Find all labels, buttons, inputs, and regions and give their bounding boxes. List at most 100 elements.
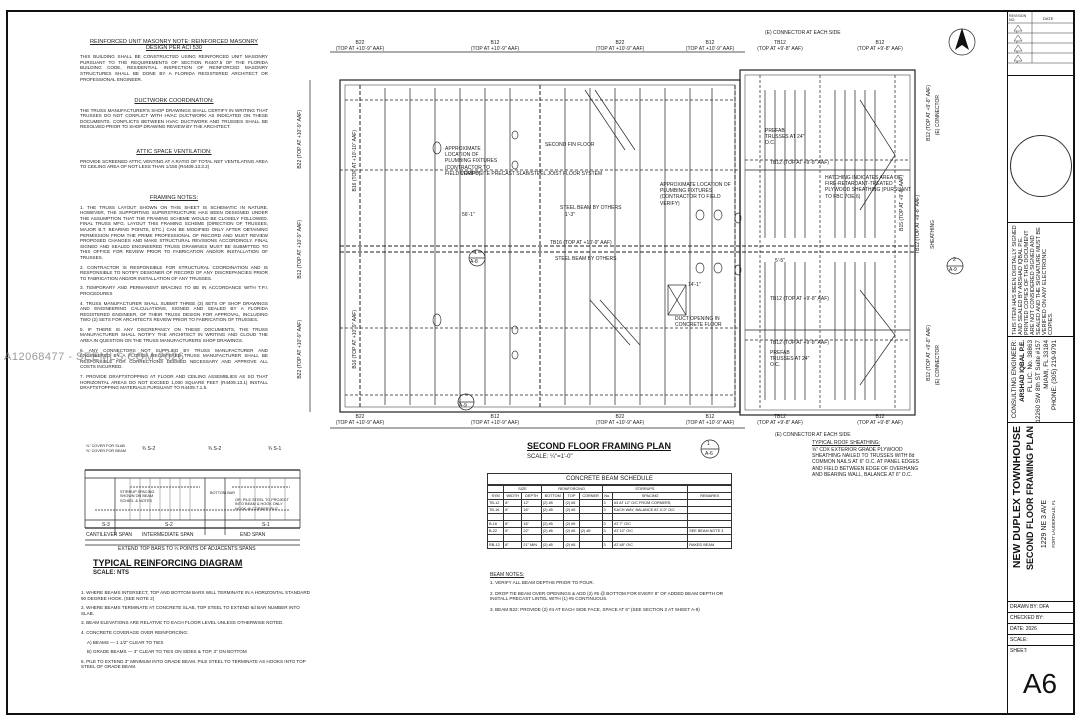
table-cell: 3 <box>601 520 614 528</box>
title-block <box>1007 10 1075 715</box>
beam-right-3: TB12 (TOP AT +9'-8" AAF) <box>915 195 921 254</box>
table-cell <box>578 534 603 542</box>
table-row <box>486 534 732 542</box>
table-cell: SEE BEAM NOTE 3 <box>687 527 732 535</box>
section-a9-left: A-9 <box>459 403 467 409</box>
table-cell: (2) #5 <box>563 541 580 549</box>
schedule-title: CONCRETE BEAM SCHEDULE <box>487 473 732 485</box>
revision-date-header: DATE <box>1043 16 1054 21</box>
table-cell <box>521 534 542 542</box>
section-a9-right: A-9 <box>949 267 957 273</box>
table-cell: 3 <box>601 499 614 507</box>
steel-beam-top-label: STEEL BEAM BY OTHERS <box>560 205 622 211</box>
typical-roof-note: ⅝" CDX EXTERIOR GRADE PLYWOOD SHEATHING … <box>812 447 919 478</box>
framing-note-7: 7. PROVIDE DRAFTSTOPPING AT FLOOR AND CE… <box>80 374 268 391</box>
schedule-group-blank-2 <box>687 485 732 493</box>
table-cell <box>503 513 523 521</box>
engineer-seal-circle <box>1010 135 1072 197</box>
reinf-scale: SCALE: NTS <box>93 570 129 576</box>
reinf-note-5: 5. PILE TO EXTEND 3" MINIMUM INTO GRADE … <box>81 658 306 670</box>
composite-label: COMPOSITE PRECAST SLAB/STEEL JOIST FLOOR… <box>460 171 603 177</box>
beam-bottom-2: B12(TOP AT +10'-9" AAF) <box>470 414 520 427</box>
section-a8: A-8 <box>470 259 478 265</box>
framing-notes-title: FRAMING NOTES: <box>149 195 199 201</box>
beam-notes: 1. VERIFY ALL BEAM DEPTHS PRIOR TO POUR.… <box>490 580 730 612</box>
schedule-group-size: SIZE <box>503 485 542 493</box>
table-cell: B-16 <box>486 520 505 528</box>
reinf-span-cantilever: CANTILEVER SPAN <box>86 532 133 538</box>
plumbing-left-label: APPROXIMATE LOCATION OF PLUMBING FIXTURE… <box>445 146 498 177</box>
framing-note-3: 3. TEMPORARY AND PERMANENT BRACING TO BE… <box>80 285 268 296</box>
reinf-note-4b: B) GRADE BEAMS — 3" CLEAR TO TIES ON SID… <box>87 649 247 655</box>
table-cell: AT 48" O/C <box>611 541 689 549</box>
framing-plan-drawing <box>84 28 976 546</box>
tb12-hi-label: TB12 (TOP AT +9'-8" AAF) <box>770 160 829 166</box>
reinf-span-intermediate: INTERMEDIATE SPAN <box>142 532 194 538</box>
table-cell <box>687 513 732 521</box>
table-cell <box>578 499 603 507</box>
reinf-mark-2: ¾ S-2 <box>208 446 222 452</box>
framing-note-1: 1. THE TRUSS LAYOUT SHOWN ON THIS SHEET … <box>80 204 268 260</box>
table-cell: (2) #5 <box>540 499 565 507</box>
schedule-group-blank <box>486 485 505 493</box>
beam-note-2: 2. DROP TIE BEAM OVER OPENINGS & ADD (2)… <box>490 590 724 602</box>
masonry-note: REINFORCED UNIT MASONRY NOTE: REINFORCED… <box>80 39 268 86</box>
engineer-license: FL LIC. No. 38863 <box>1027 340 1034 392</box>
table-cell: RAKED BEAM <box>687 541 732 549</box>
steel-beam-bottom-label: STEEL BEAM BY OTHERS <box>555 256 617 262</box>
title-block-divider-3 <box>1007 336 1075 337</box>
reinf-extend-note: EXTEND TOP BARS TO ¼ POINTS OF ADJACENTS… <box>118 546 256 552</box>
engineer-name: ARSHAD IQBAL P.E. <box>1019 340 1026 402</box>
plan-scale: SCALE: ¼"=1'-0" <box>527 454 573 460</box>
reinf-note-4: 4. CONCRETE COVERAGE OVER REINFORCING: <box>81 629 189 635</box>
framing-notes: FRAMING NOTES: 1. THE TRUSS LAYOUT SHOWN… <box>80 195 268 395</box>
table-cell: (2) #6 <box>540 527 565 535</box>
beam-top-5: TB12(TOP AT +9'-8" AAF) <box>757 40 803 53</box>
schedule-header-no: No. <box>601 492 614 500</box>
project-city: FORT LAUDERDALE, FL <box>1051 500 1056 548</box>
beam-right-1: B12 (TOP AT +9'-8" AAF) <box>926 85 932 141</box>
revision-no-header: REVISION NO. <box>1009 14 1027 22</box>
table-cell <box>563 534 580 542</box>
reinf-callout-pile: OR: PILE STEEL TO PROJECT INTO BEAM & HO… <box>235 498 289 511</box>
table-cell: 3 <box>601 506 614 514</box>
reinf-note-3: 3. BEAM ELEVATIONS ARE RELATIVE TO EACH … <box>81 620 284 626</box>
table-cell: 8" <box>503 506 523 514</box>
project-title: NEW DUPLEX TOWNHOUSE <box>1011 426 1023 569</box>
engineer-city: MIAMI, FL 33184 <box>1043 340 1050 389</box>
beam-bottom-4: B12(TOP AT +10'-9" AAF) <box>685 414 735 427</box>
dim-3: 5'-5" <box>775 258 785 264</box>
framing-note-4: 4. TRUSS MANUFACTURER SHALL SUBMIT THREE… <box>80 300 268 323</box>
drawing-scale: SCALE: <box>1007 634 1075 645</box>
typical-roof-title: TYPICAL ROOF SHEATHING: <box>812 440 881 446</box>
table-cell <box>578 513 603 521</box>
table-cell: (2) #5 <box>563 499 580 507</box>
table-cell <box>687 534 732 542</box>
table-cell <box>540 513 565 521</box>
sheet-number: A6 <box>1022 668 1058 699</box>
reinf-s3: S-3 <box>102 522 110 528</box>
engineer-title: CONSULTING ENGINEER: <box>1011 340 1018 419</box>
connector-top: (E) CONNECTOR AT EACH SIDE <box>765 30 841 36</box>
plan-detail-number: 1 <box>707 441 710 447</box>
table-cell: (2) #5 <box>563 520 580 528</box>
revision-table <box>1007 10 1075 64</box>
table-cell: (2) #5 <box>563 506 580 514</box>
table-cell: 16" <box>521 506 542 514</box>
connector-right-3: (E) CONNECTOR <box>935 345 941 386</box>
hatching-label: HATCHING INDICATES AREA OF FIRE-RETARDAN… <box>825 175 911 200</box>
beam-left-5: B22 (TOP AT +10'-9" AAF) <box>297 320 303 379</box>
table-cell: 8" <box>503 520 523 528</box>
beam-top-1: B22(TOP AT +10'-9" AAF) <box>335 40 385 53</box>
table-cell: 12" <box>521 499 542 507</box>
table-cell: (2) #5 <box>563 527 580 535</box>
sheet-label: SHEET: <box>1010 648 1028 654</box>
dim-2: 14'-1" <box>688 282 701 288</box>
table-cell <box>578 541 603 549</box>
table-cell: 16" <box>521 520 542 528</box>
table-cell: (2) #5 <box>540 541 565 549</box>
ductwork-note: DUCTWORK COORDINATION: THE TRUSS MANUFAC… <box>80 98 268 134</box>
